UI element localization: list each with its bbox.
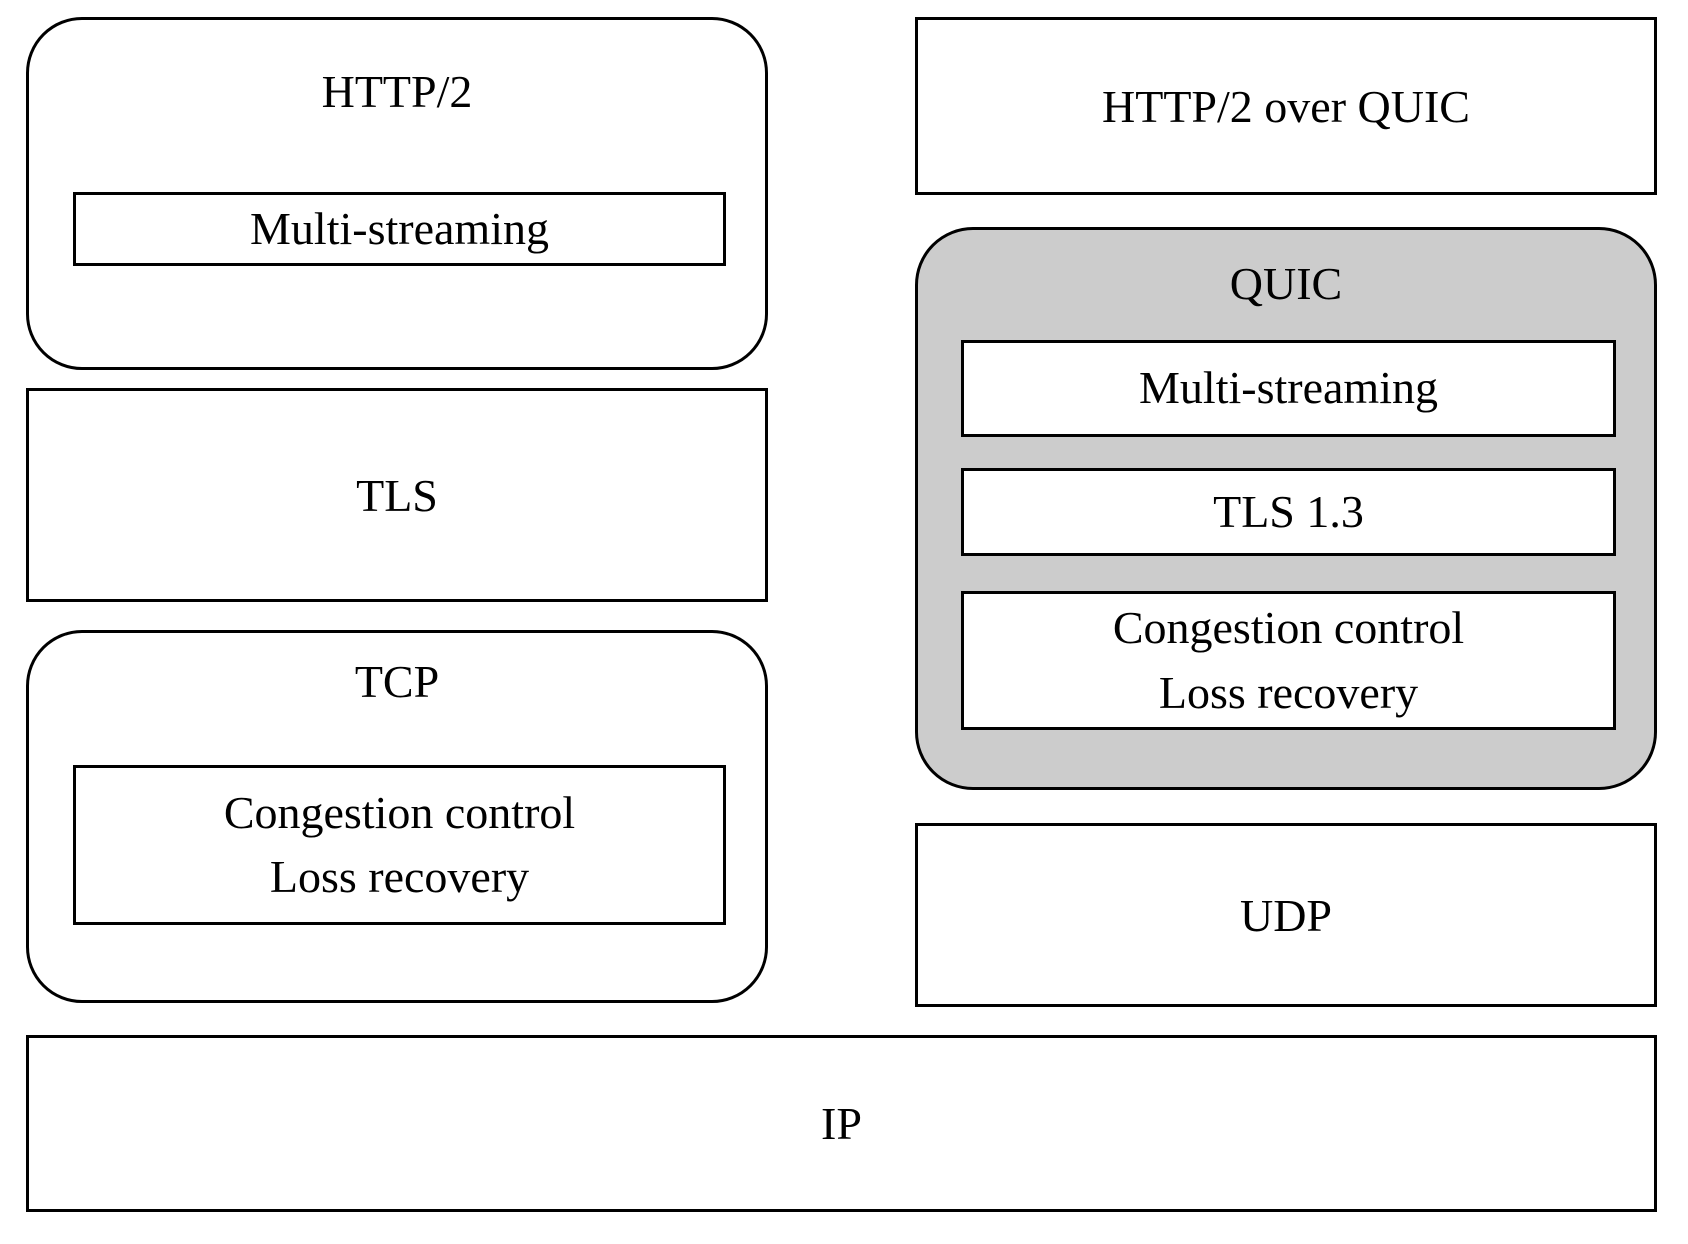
quic-congestion-box: Congestion control Loss recovery — [961, 591, 1616, 730]
udp-box: UDP — [915, 823, 1657, 1007]
http2-over-quic-box: HTTP/2 over QUIC — [915, 17, 1657, 195]
http2-box: HTTP/2 Multi-streaming — [26, 17, 768, 370]
http2-multistreaming-box: Multi-streaming — [73, 192, 726, 266]
udp-label: UDP — [1239, 889, 1333, 941]
http2-title: HTTP/2 — [321, 66, 473, 117]
tcp-congestion-line2: Loss recovery — [269, 851, 530, 902]
tcp-box: TCP Congestion control Loss recovery — [26, 630, 768, 1003]
quic-multistreaming-label: Multi-streaming — [1139, 362, 1438, 414]
quic-box: QUIC Multi-streaming TLS 1.3 Congestion … — [915, 227, 1657, 790]
quic-multistreaming-box: Multi-streaming — [961, 340, 1616, 437]
ip-box: IP — [26, 1035, 1657, 1212]
quic-tls13-label: TLS 1.3 — [1213, 485, 1364, 537]
quic-title: QUIC — [1229, 258, 1343, 309]
tls-label: TLS — [356, 469, 438, 521]
ip-label: IP — [821, 1098, 862, 1149]
tcp-title: TCP — [354, 656, 440, 707]
quic-congestion-line2: Loss recovery — [1158, 666, 1419, 718]
http2-multistreaming-label: Multi-streaming — [250, 202, 549, 254]
tls-box: TLS — [26, 388, 768, 602]
quic-tls13-box: TLS 1.3 — [961, 468, 1616, 556]
http2-over-quic-label: HTTP/2 over QUIC — [1102, 80, 1470, 132]
quic-congestion-line1: Congestion control — [1112, 602, 1465, 654]
tcp-congestion-box: Congestion control Loss recovery — [73, 765, 726, 925]
tcp-congestion-line1: Congestion control — [223, 786, 576, 838]
